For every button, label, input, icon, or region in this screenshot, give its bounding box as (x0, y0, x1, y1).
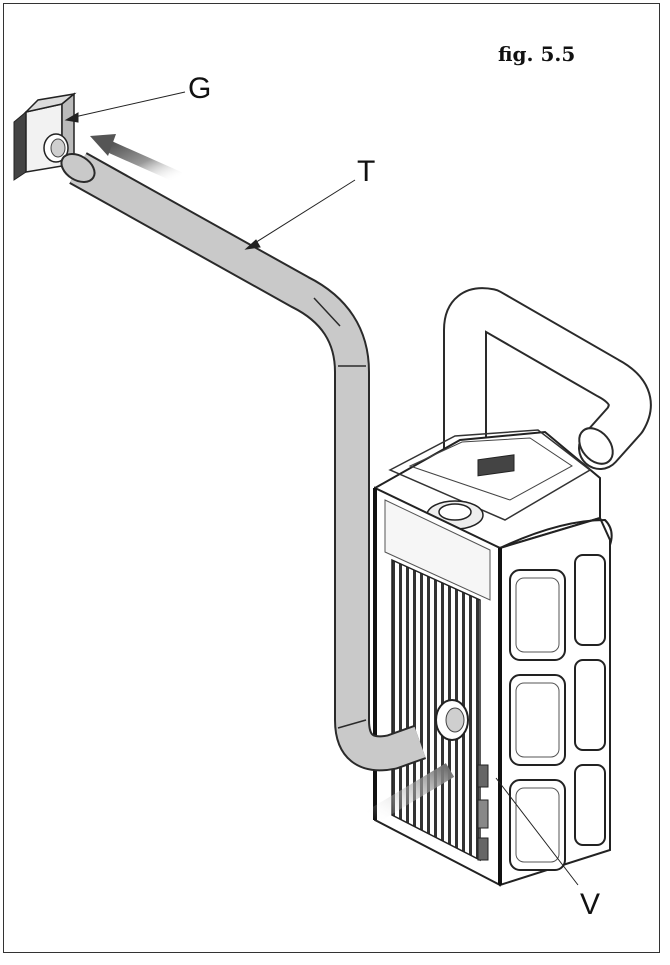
rear-duct (443, 287, 652, 522)
figure-label: fig. 5.5 (498, 42, 576, 66)
airflow-arrow-out (90, 134, 183, 184)
leader-lines (64, 91, 579, 886)
airflow-arrow-in (365, 763, 455, 825)
stove-body (373, 429, 613, 887)
callout-v: V (580, 888, 601, 921)
callout-t: T (357, 155, 376, 188)
wall-terminal-g (13, 92, 77, 181)
duct-pipe-t (60, 152, 427, 772)
callout-g: G (188, 72, 212, 105)
figure-frame (3, 3, 660, 953)
